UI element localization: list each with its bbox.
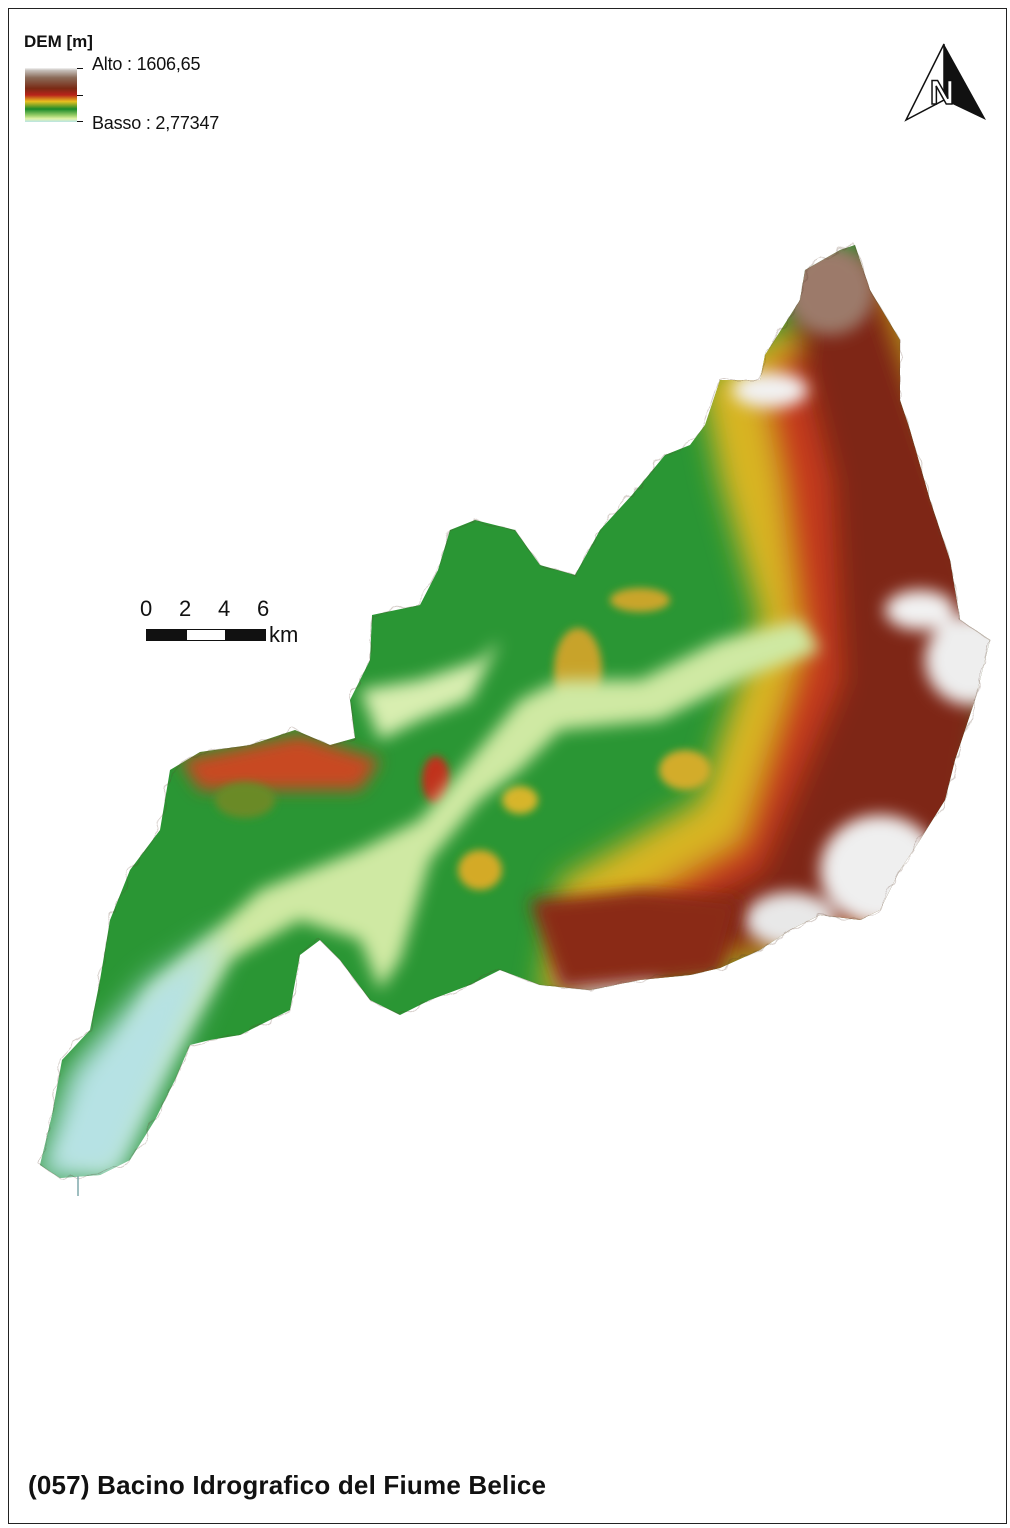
legend-tick-high [77, 68, 83, 69]
legend-high-label: Alto : 1606,65 [92, 54, 201, 74]
scale-segment-2 [186, 629, 226, 641]
elevation-southern-ridge [180, 735, 740, 990]
legend-color-ramp [25, 68, 77, 122]
elevation-lowland [40, 930, 230, 1178]
legend-title: DEM [m] [24, 32, 93, 51]
scale-tick-6: 6 [257, 596, 270, 621]
scale-segment-3 [226, 629, 266, 641]
basin-elevation [40, 245, 990, 1178]
scale-segment-1 [146, 629, 186, 641]
scale-bar: 0 2 4 6 km [130, 596, 330, 656]
scale-tick-4: 4 [218, 596, 231, 621]
scale-unit: km [269, 622, 299, 647]
map-title: (057) Bacino Idrografico del Fiume Belic… [28, 1470, 547, 1500]
north-arrow-letter: N [930, 74, 955, 112]
legend-low-label: Basso : 2,77347 [92, 113, 220, 133]
north-arrow-icon: N [904, 43, 986, 122]
elevation-hilltops [215, 588, 711, 890]
scale-tick-0: 0 [140, 596, 153, 621]
basin-outline [39, 244, 991, 1179]
legend-tick-mid [77, 95, 83, 96]
scale-tick-2: 2 [179, 596, 192, 621]
legend-tick-low [77, 121, 83, 122]
